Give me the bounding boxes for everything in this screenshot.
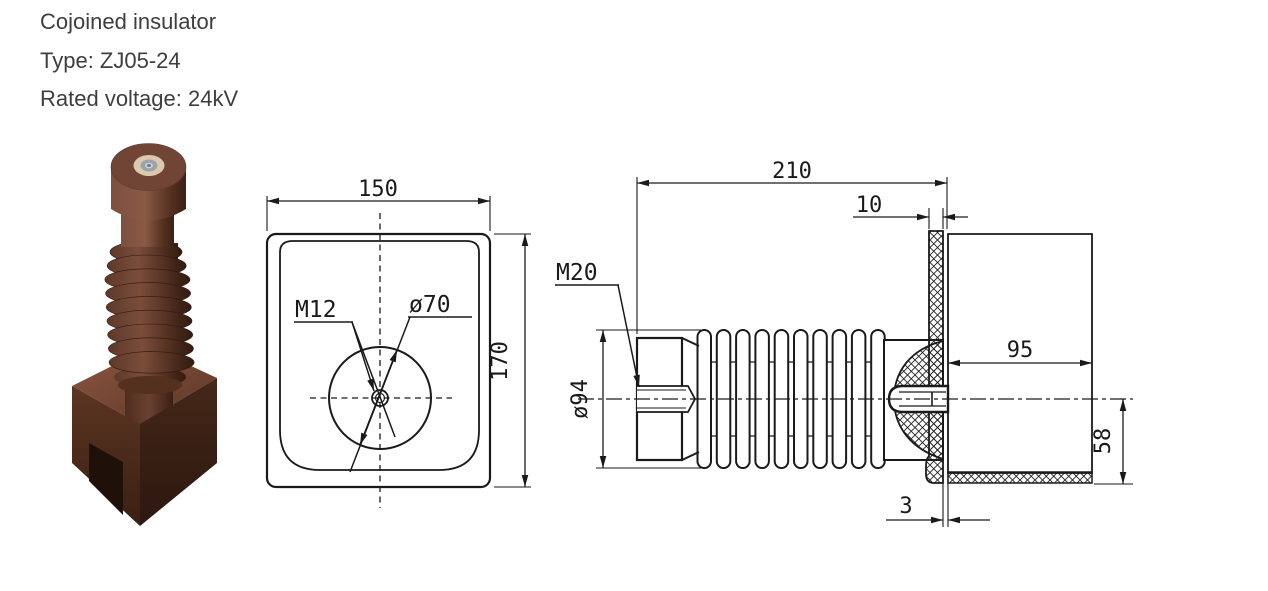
side-view-drawing xyxy=(555,177,1133,527)
dim-10-text: 10 xyxy=(856,193,883,218)
rib-stack xyxy=(104,240,195,374)
dim-58-text: 58 xyxy=(1091,428,1116,455)
product-type: Type: ZJ05-24 xyxy=(40,48,181,73)
collar-under xyxy=(118,376,182,394)
leader-m12 xyxy=(294,321,396,438)
head-chamfers xyxy=(681,337,700,461)
channel-opening xyxy=(89,443,123,515)
dimension-58 xyxy=(1094,399,1133,485)
insert-thread-lines xyxy=(899,391,946,407)
dimension-170 xyxy=(494,233,531,488)
product-title: Cojoined insulator xyxy=(40,9,217,34)
channel-right-wall xyxy=(140,378,217,526)
dimension-150 xyxy=(266,196,491,231)
label-m20-text: M20 xyxy=(556,260,598,286)
front-view-drawing xyxy=(265,196,531,508)
dim-150-text: 150 xyxy=(358,177,398,202)
photo-rib xyxy=(108,351,195,374)
dim-95-text: 95 xyxy=(1007,338,1034,363)
product-voltage: Rated voltage: 24kV xyxy=(40,86,239,111)
dim-94-text: ø94 xyxy=(568,379,593,419)
product-photo xyxy=(72,143,217,526)
dim-3-text: 3 xyxy=(899,494,912,519)
label-m12-text: M12 xyxy=(295,297,337,323)
dimension-10 xyxy=(853,208,968,229)
front-inner-outline xyxy=(279,240,480,471)
label-bore70-text: ø70 xyxy=(409,292,451,318)
dimension-94 xyxy=(596,329,701,469)
dimension-210 xyxy=(636,177,948,334)
leader-m20 xyxy=(555,284,640,388)
m20-thread-lines xyxy=(637,389,686,409)
leader-bore-70 xyxy=(349,316,472,473)
front-outer-outline xyxy=(265,232,492,489)
cap-insert-hole xyxy=(147,164,151,167)
dim-170-text: 170 xyxy=(488,341,513,381)
dim-210-text: 210 xyxy=(772,159,812,184)
